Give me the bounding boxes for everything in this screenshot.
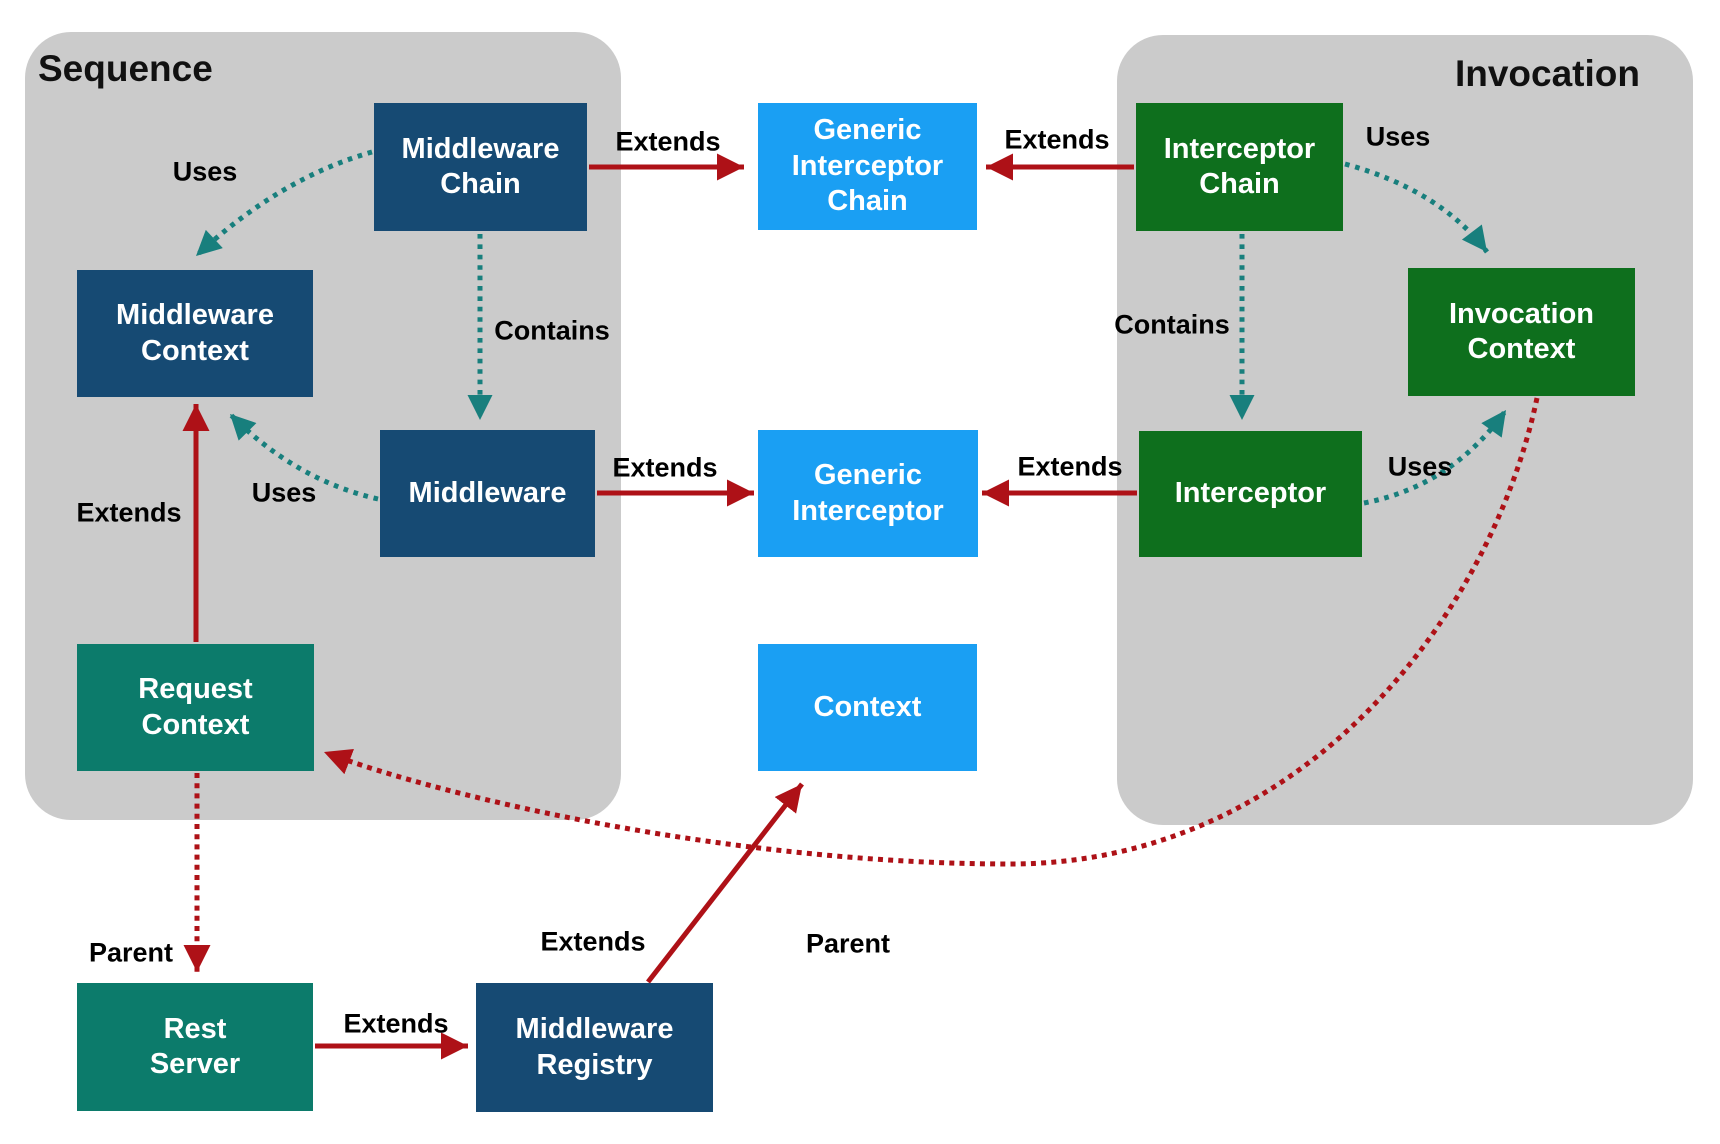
node-middleware: Middleware: [380, 430, 595, 557]
edge-uses-middleware-middlewarecontext: [228, 412, 379, 502]
edge-label-uses: Uses: [172, 156, 238, 187]
edge-uses-middlewarechain-middlewarecontext: [194, 149, 373, 258]
edge-label-uses: Uses: [1387, 451, 1453, 482]
node-rest-server: Rest Server: [77, 983, 313, 1111]
edge-label-extends: Extends: [76, 497, 182, 528]
node-middleware-registry: Middleware Registry: [476, 983, 713, 1112]
node-middleware-chain: Middleware Chain: [374, 103, 587, 231]
node-interceptor-chain: Interceptor Chain: [1136, 103, 1343, 231]
edge-uses-interceptor-invocationcontext: [1363, 408, 1509, 506]
edge-label-extends: Extends: [615, 126, 721, 157]
edge-label-contains: Contains: [1114, 309, 1230, 340]
node-middleware-context: Middleware Context: [77, 270, 313, 397]
edge-label-parent: Parent: [88, 937, 174, 968]
edge-label-extends: Extends: [612, 452, 718, 483]
edge-label-parent: Parent: [805, 928, 891, 959]
edge-extends-middlewareregistry-context: [646, 782, 804, 984]
node-interceptor: Interceptor: [1139, 431, 1362, 557]
node-request-context: Request Context: [77, 644, 314, 771]
edge-parent-invocationcontext-requestcontext: [323, 397, 1540, 867]
edge-label-uses: Uses: [1365, 121, 1431, 152]
edge-label-extends: Extends: [343, 1008, 449, 1039]
edge-label-extends: Extends: [1017, 451, 1123, 482]
edge-label-uses: Uses: [251, 477, 317, 508]
node-generic-interceptor-chain: Generic Interceptor Chain: [758, 103, 977, 230]
edge-label-extends: Extends: [540, 926, 646, 957]
edge-uses-interceptorchain-invocationcontext: [1344, 161, 1489, 254]
node-invocation-context: Invocation Context: [1408, 268, 1635, 396]
group-title-sequence: Sequence: [38, 48, 213, 89]
node-context: Context: [758, 644, 977, 771]
edge-label-extends: Extends: [1004, 124, 1110, 155]
node-generic-interceptor: Generic Interceptor: [758, 430, 978, 557]
group-title-invocation: Invocation: [1454, 53, 1640, 94]
edge-label-contains: Contains: [494, 315, 610, 346]
